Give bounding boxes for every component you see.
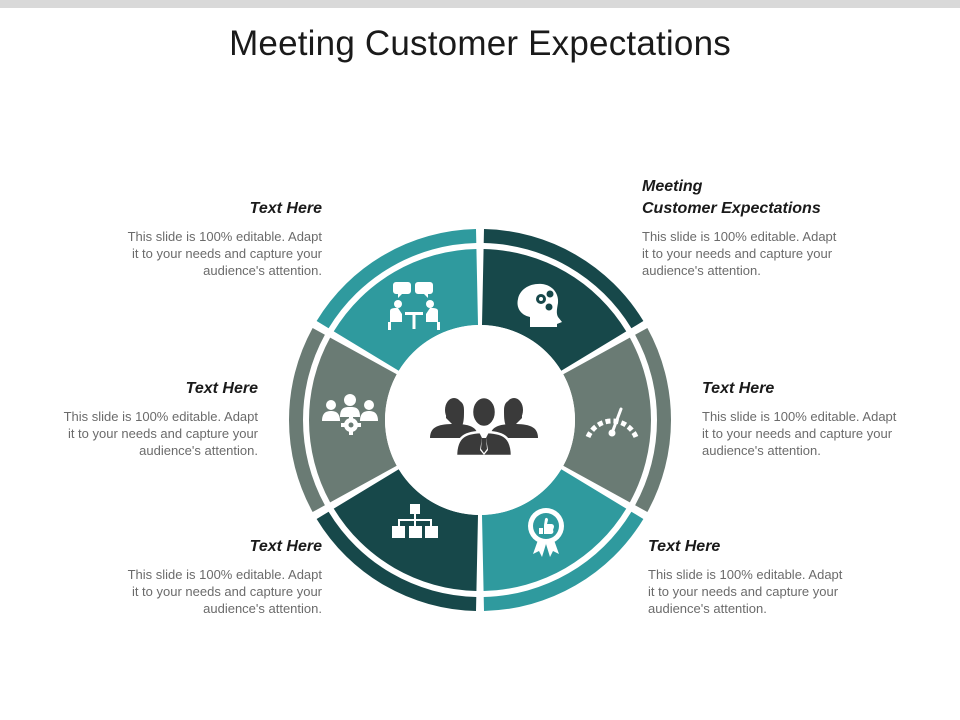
org-chart-icon (392, 504, 438, 538)
head-gears-icon (517, 283, 562, 327)
block-description: This slide is 100% editable. Adapt it to… (63, 409, 258, 458)
top-bar (0, 0, 960, 8)
outer-ring-segment (316, 229, 477, 329)
block-right-middle: Text Here This slide is 100% editable. A… (702, 378, 942, 459)
block-heading: Text Here (648, 538, 721, 555)
block-description: This slide is 100% editable. Adapt it to… (127, 229, 322, 278)
block-heading: Text Here (249, 200, 322, 217)
outer-ring-segment (483, 511, 644, 611)
thumbs-up-badge-icon (528, 508, 564, 557)
speedometer-icon (585, 407, 639, 439)
block-left-middle: Text Here This slide is 100% editable. A… (18, 378, 258, 459)
block-left-bottom: Text Here This slide is 100% editable. A… (82, 536, 322, 617)
block-heading: Text Here (185, 380, 258, 397)
block-description: This slide is 100% editable. Adapt it to… (648, 567, 843, 616)
business-team-icon (430, 395, 538, 458)
inner-ring-segment (333, 249, 479, 371)
team-gear-icon (322, 394, 378, 435)
block-heading: Meeting Customer Expectations (642, 178, 821, 217)
outer-ring-segment (289, 327, 325, 513)
block-description: This slide is 100% editable. Adapt it to… (642, 229, 837, 278)
outer-ring-segment (483, 229, 644, 329)
block-left-top: Text Here This slide is 100% editable. A… (82, 198, 322, 279)
meeting-table-icon (388, 282, 440, 330)
block-description: This slide is 100% editable. Adapt it to… (702, 409, 897, 458)
inner-ring-segment (333, 469, 479, 591)
block-meeting-customer-expectations: Meeting Customer Expectations This slide… (642, 176, 882, 279)
block-heading: Text Here (249, 538, 322, 555)
outer-ring-segment (635, 327, 671, 513)
block-right-bottom: Text Here This slide is 100% editable. A… (648, 536, 888, 617)
slide-title: Meeting Customer Expectations (229, 24, 731, 63)
outer-ring (289, 229, 671, 611)
block-heading: Text Here (702, 380, 775, 397)
block-description: This slide is 100% editable. Adapt it to… (127, 567, 322, 616)
outer-ring-segment (316, 511, 477, 611)
